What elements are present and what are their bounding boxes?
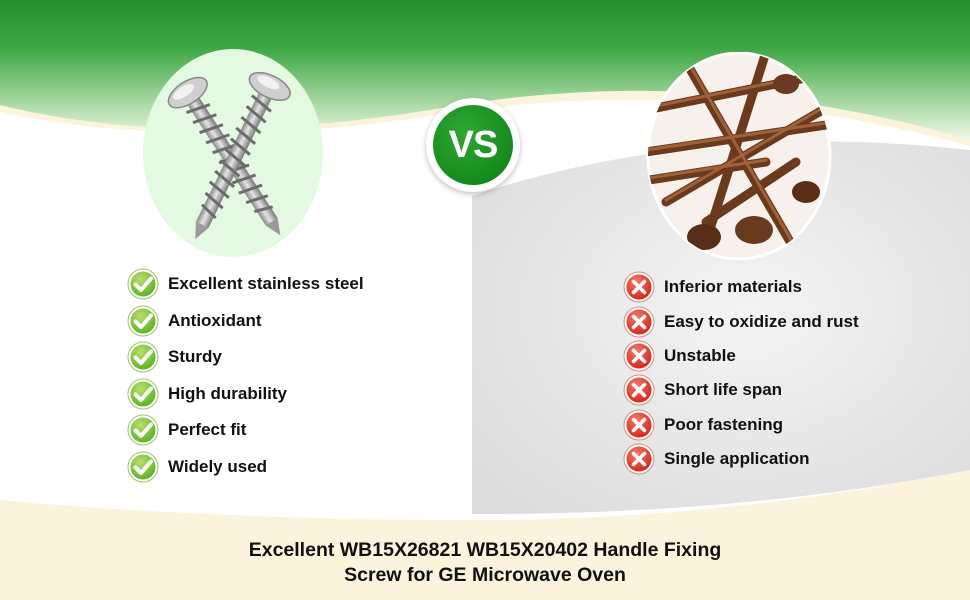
con-label: Inferior materials <box>664 277 802 297</box>
check-icon <box>127 341 159 373</box>
con-label: Poor fastening <box>664 414 784 434</box>
pro-label: Widely used <box>168 456 268 476</box>
list-item: Excellent stainless steel <box>127 266 364 303</box>
list-item: Poor fastening <box>623 408 859 442</box>
vs-badge: VS <box>426 98 520 192</box>
pro-label: Excellent stainless steel <box>168 274 364 294</box>
list-item: Antioxidant <box>127 303 364 340</box>
check-icon <box>127 305 159 337</box>
list-item: Single application <box>623 442 859 476</box>
con-label: Unstable <box>664 345 736 365</box>
rusty-nails-photo <box>646 52 832 260</box>
check-icon <box>127 451 159 483</box>
list-item: Easy to oxidize and rust <box>623 304 859 338</box>
pro-label: Antioxidant <box>168 310 262 330</box>
list-item: Sturdy <box>127 339 364 376</box>
list-item: Perfect fit <box>127 412 364 449</box>
footer-title-line2: Screw for GE Microwave Oven <box>344 564 626 586</box>
list-item: Inferior materials <box>623 270 859 304</box>
con-label: Single application <box>664 449 810 469</box>
cross-icon <box>623 271 655 303</box>
pros-list: Excellent stainless steel Antioxidant St… <box>127 266 364 485</box>
footer-title-line1: Excellent WB15X26821 WB15X20402 Handle F… <box>248 539 722 561</box>
cross-icon <box>623 409 655 441</box>
cross-icon <box>623 374 655 406</box>
pro-label: High durability <box>168 383 287 403</box>
cross-icon <box>623 306 655 338</box>
list-item: Widely used <box>127 449 364 486</box>
con-label: Easy to oxidize and rust <box>664 311 859 331</box>
cons-list: Inferior materials Easy to oxidize and r… <box>623 270 859 476</box>
cross-icon <box>623 340 655 372</box>
screws-photo <box>143 49 323 257</box>
list-item: Unstable <box>623 339 859 373</box>
pro-label: Perfect fit <box>168 420 247 440</box>
check-icon <box>127 378 159 410</box>
list-item: Short life span <box>623 373 859 407</box>
pro-label: Sturdy <box>168 347 222 367</box>
cross-icon <box>623 443 655 475</box>
list-item: High durability <box>127 376 364 413</box>
con-label: Short life span <box>664 380 783 400</box>
check-icon <box>127 414 159 446</box>
vs-label: VS <box>433 105 513 185</box>
check-icon <box>127 268 159 300</box>
